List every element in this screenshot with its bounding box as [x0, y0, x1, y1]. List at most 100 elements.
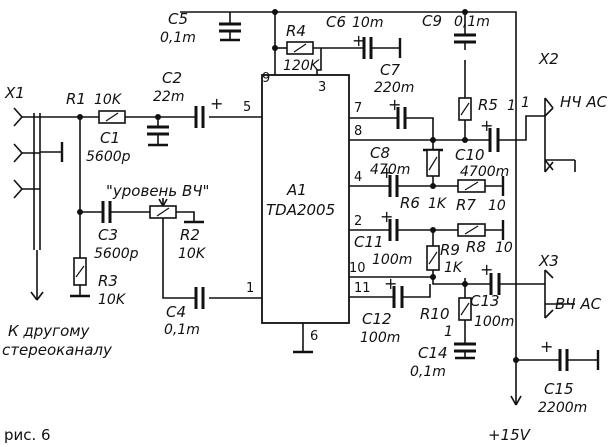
svg-text:+: + [480, 260, 493, 279]
supply-arrow: +15V [488, 395, 532, 444]
r8-value: 10 [495, 240, 513, 256]
capacitor-c13 [489, 273, 501, 295]
connector-x1: X1 [4, 84, 44, 301]
c6-value: 10m [352, 15, 383, 31]
other-channel-line-1: К другому [8, 322, 91, 340]
r6-ref: R6 [400, 194, 420, 212]
c7-value: 220m [374, 80, 414, 96]
capacitor-c12 [392, 286, 404, 308]
c13-value: 100m [474, 314, 514, 330]
capacitor-c14 [454, 342, 476, 353]
svg-text:+: + [380, 207, 393, 226]
r1-value: 10K [94, 92, 123, 108]
c1-ref: C1 [100, 129, 120, 147]
resistors [73, 41, 486, 321]
c2-ref: C2 [162, 69, 182, 87]
c3-ref: C3 [98, 226, 118, 244]
chip-part: TDA2005 [266, 201, 335, 219]
r3-value: 10K [98, 292, 127, 308]
wiring [22, 11, 598, 405]
r7-ref: R7 [456, 196, 476, 214]
c8-ref: C8 [370, 144, 390, 162]
svg-text:+: + [380, 163, 393, 182]
hf-level-label: "уровень ВЧ" [106, 182, 209, 200]
r4-ref: R4 [286, 22, 306, 40]
component-labels: R1 10K C2 22m C1 5600p "уровень ВЧ" C3 5… [66, 10, 587, 416]
c14-value: 0,1m [410, 364, 446, 380]
c5-value: 0,1m [160, 30, 196, 46]
c11-ref: C11 [354, 233, 384, 251]
r3-ref: R3 [98, 272, 118, 290]
svg-text:+: + [352, 31, 365, 50]
c10-ref: C10 [455, 146, 485, 164]
pin-9: 9 [262, 71, 270, 86]
c7-ref: C7 [380, 61, 400, 79]
capacitor-c10 [488, 128, 500, 152]
pin-5: 5 [243, 100, 251, 115]
pin-1: 1 [246, 281, 254, 296]
r6-value: 1K [428, 196, 448, 212]
x2-label: X2 [538, 50, 559, 68]
pin-2: 2 [354, 214, 362, 229]
r9-ref: R9 [440, 241, 460, 259]
junction-dots [77, 9, 519, 363]
c15-value: 2200m [538, 400, 587, 416]
c9-value: 0,1m [454, 14, 490, 30]
svg-text:+: + [480, 116, 493, 135]
capacitor-c9 [454, 33, 476, 44]
capacitor-c6 [362, 37, 373, 59]
r7-value: 10 [488, 198, 506, 214]
r5-value: 1 [507, 98, 516, 114]
svg-text:+: + [540, 337, 553, 356]
c12-ref: C12 [362, 310, 392, 328]
c2-value: 22m [153, 89, 184, 105]
capacitor-c4 [194, 287, 205, 309]
capacitor-c1 [147, 125, 169, 136]
pin-3: 3 [318, 80, 326, 95]
c3-value: 5600p [94, 246, 139, 262]
pin-11: 11 [354, 281, 371, 296]
connector-x3: X3 ВЧ АС [538, 252, 602, 319]
svg-text:+: + [384, 274, 397, 293]
c4-ref: C4 [166, 303, 186, 321]
capacitor-c11-a [388, 175, 399, 197]
c10-value: 4700m [460, 164, 509, 180]
r2-value: 10K [178, 246, 207, 262]
r8-ref: R8 [466, 238, 486, 256]
c6-ref: C6 [326, 13, 346, 31]
c1-value: 5600p [86, 149, 131, 165]
x2-pin-label: 1 [521, 95, 530, 111]
c4-value: 0,1m [164, 322, 200, 338]
capacitor-c15 [558, 349, 569, 371]
c12-value: 100m [360, 330, 400, 346]
chip-body [261, 74, 350, 324]
chip-ref: A1 [286, 181, 307, 199]
c14-ref: C14 [418, 344, 448, 362]
c9-ref: C9 [422, 12, 442, 30]
connector-x2: X2 1 НЧ АС [521, 50, 608, 173]
r1-ref: R1 [66, 90, 86, 108]
svg-text:+: + [210, 94, 223, 113]
other-channel-line-2: стереоканалу [2, 341, 113, 359]
chip-a1: A1 TDA2005 [261, 74, 350, 324]
pin-4: 4 [354, 170, 362, 185]
pin-numbers: 9 3 5 7 8 4 2 10 11 1 6 [243, 71, 371, 344]
supply-label: +15V [488, 426, 532, 444]
other-channel-note: К другому стереоканалу [2, 322, 113, 359]
pin-7: 7 [354, 101, 362, 116]
capacitor-c8 [396, 107, 407, 129]
r2-ref: R2 [180, 226, 200, 244]
c13-ref: C13 [470, 292, 500, 310]
figure-caption: рис. 6 [4, 426, 51, 444]
c5-ref: C5 [168, 10, 188, 28]
r9-value: 1K [444, 260, 464, 276]
x3-label: X3 [538, 252, 559, 270]
capacitor-c5 [219, 22, 241, 33]
pin-8: 8 [354, 124, 362, 139]
capacitor-c3 [101, 201, 112, 223]
capacitor-c11-b [388, 219, 399, 241]
r5-ref: R5 [478, 96, 498, 114]
x1-label: X1 [4, 84, 25, 102]
capacitor-c2 [194, 106, 205, 128]
